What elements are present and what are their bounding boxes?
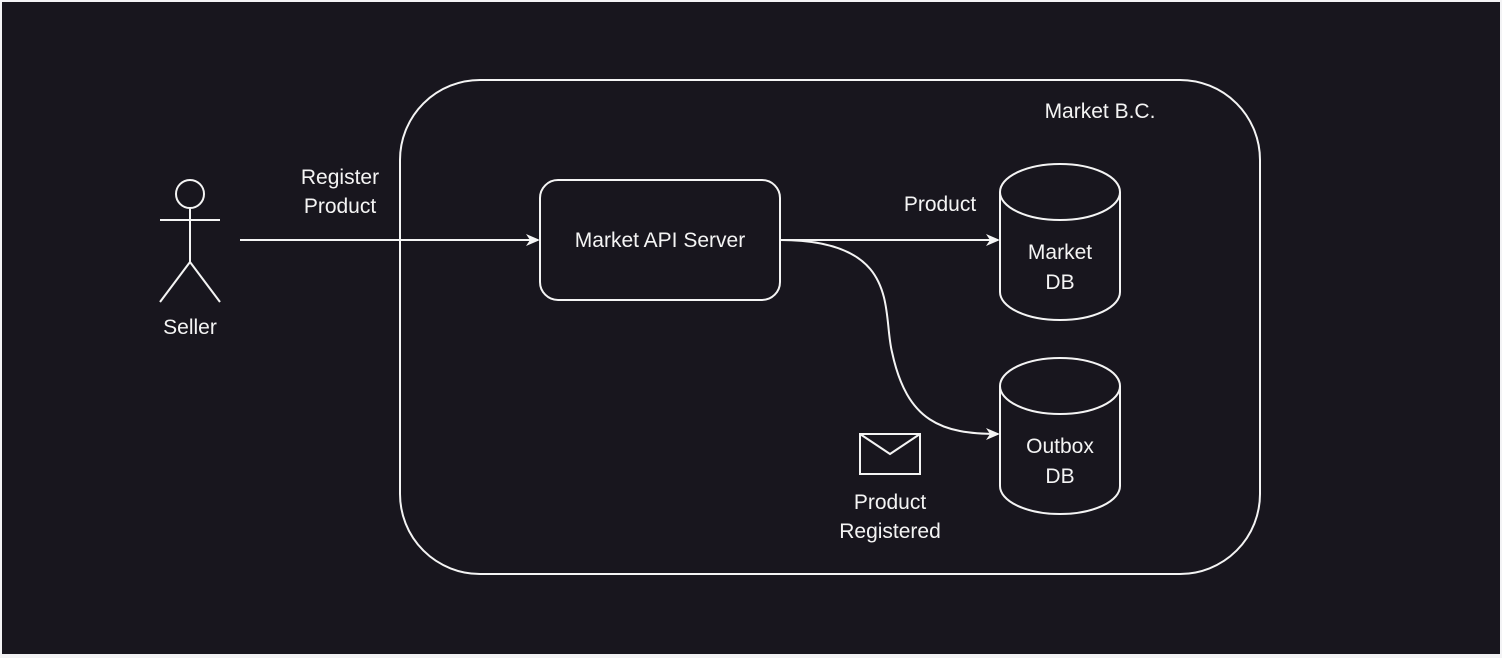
edge-register-product-label-line2: Product — [304, 195, 377, 218]
seller-actor-icon[interactable] — [159, 179, 221, 303]
outbox-db-icon[interactable] — [999, 357, 1121, 515]
message-label-line2: Registered — [839, 520, 941, 543]
seller-label: Seller — [163, 316, 217, 339]
market-bc-boundary[interactable] — [399, 79, 1261, 575]
edge-product-label: Product — [904, 193, 977, 216]
edge-outbox[interactable] — [779, 239, 1000, 440]
market-db-icon[interactable] — [999, 163, 1121, 321]
envelope-icon[interactable] — [859, 433, 921, 475]
message-label-line1: Product — [854, 491, 927, 514]
outbox-db-label-line1: Outbox — [1026, 435, 1094, 458]
edge-register-product-label-line1: Register — [301, 166, 379, 189]
market-api-server-label: Market API Server — [575, 229, 745, 252]
outbox-db-label-line2: DB — [1045, 465, 1074, 488]
market-db-label-line2: DB — [1045, 271, 1074, 294]
market-bc-label: Market B.C. — [1045, 100, 1156, 123]
market-db-label-line1: Market — [1028, 241, 1092, 264]
